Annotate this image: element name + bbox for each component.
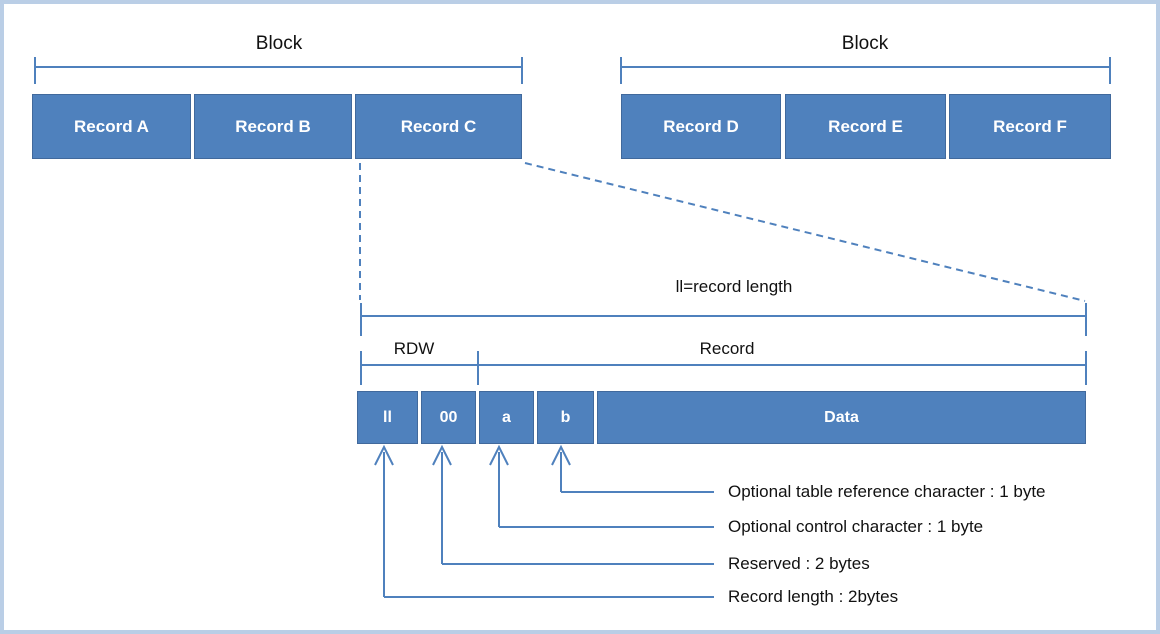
- record-box-f: Record F: [949, 94, 1111, 159]
- field-annotation-connectors: [374, 444, 714, 598]
- arrowhead-icon: [432, 444, 452, 466]
- left-block-bracket: [34, 57, 523, 84]
- record-box-a: Record A: [32, 94, 191, 159]
- right-block-bracket: [620, 57, 1111, 84]
- arrowhead-icon: [374, 444, 394, 466]
- record-box-e: Record E: [785, 94, 946, 159]
- field-box-a: a: [479, 391, 534, 444]
- annotation-table-reference: Optional table reference character : 1 b…: [728, 482, 1046, 501]
- rdw-record-bracket: [360, 351, 1087, 385]
- record-box-b: Record B: [194, 94, 352, 159]
- annotation-control-character: Optional control character : 1 byte: [728, 517, 984, 536]
- field-box-data: Data: [597, 391, 1086, 444]
- right-block-title: Block: [841, 33, 889, 54]
- diagram-lines-layer: [34, 57, 1111, 598]
- record-box-d: Record D: [621, 94, 781, 159]
- record-label: Record: [699, 339, 755, 358]
- field-box-ll: ll: [357, 391, 418, 444]
- left-block-title: Block: [255, 33, 303, 54]
- arrowhead-icon: [551, 444, 571, 466]
- dashed-diagonal-line: [524, 162, 1086, 302]
- rdw-label: RDW: [393, 339, 435, 358]
- field-box-00: 00: [421, 391, 476, 444]
- record-length-label: ll=record length: [675, 277, 793, 296]
- record-length-bracket: [360, 303, 1087, 336]
- annotation-reserved: Reserved : 2 bytes: [728, 554, 870, 573]
- field-box-b: b: [537, 391, 594, 444]
- record-c-projection-lines: [359, 162, 1086, 302]
- annotation-record-length: Record length : 2bytes: [728, 587, 899, 606]
- arrowhead-icon: [489, 444, 509, 466]
- record-box-c: Record C: [355, 94, 522, 159]
